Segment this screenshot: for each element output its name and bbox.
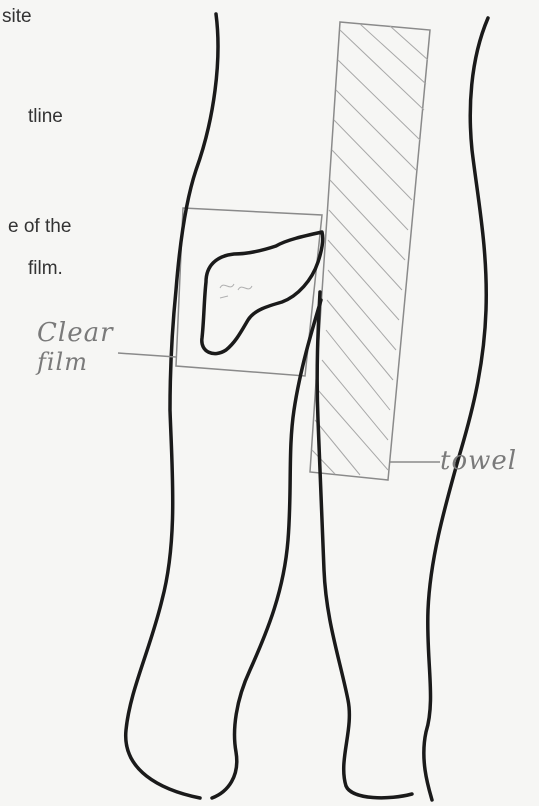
wound-outline [202,232,323,354]
right-leg-outline [424,18,488,800]
clear-film-label-line1: Clear [37,318,114,348]
towel-hatched-rect [310,22,430,480]
clear-film-leader-line [118,353,176,357]
towel-label: towel [440,446,517,476]
left-leg-outline [126,14,218,798]
clear-film-label-line2: film [37,348,88,376]
wound-pencil-scribble [220,284,252,298]
